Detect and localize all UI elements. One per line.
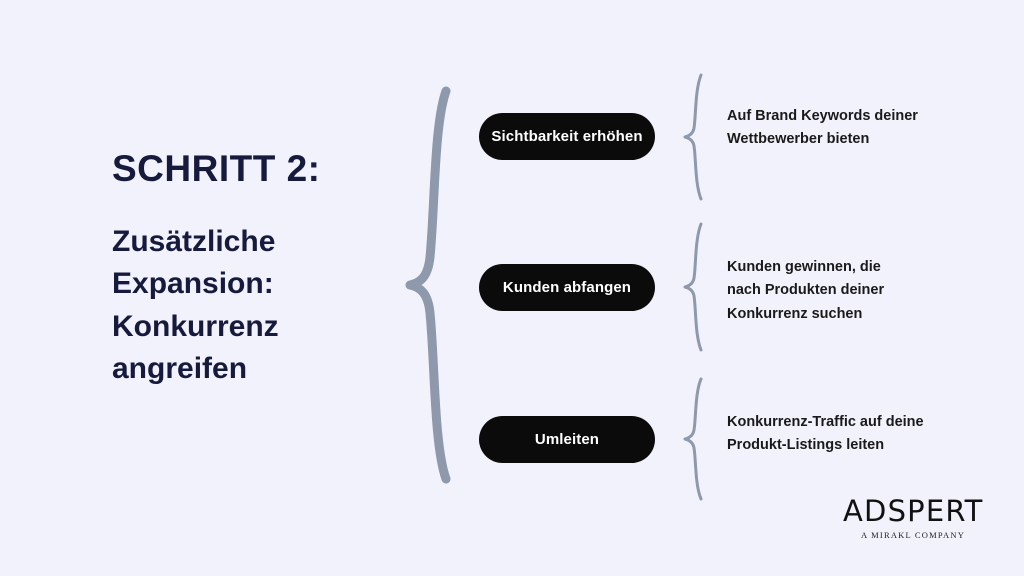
description-1: Auf Brand Keywords deiner Wettbewerber b… [727,105,997,152]
small-brace-icon-3 [683,377,703,501]
description-2-line-2: nach Produkten deiner [727,282,885,299]
description-1-line-1: Auf Brand Keywords deiner [727,108,918,124]
pill-label-2: Kunden abfangen [502,279,632,296]
pill-label-3: Umleiten [534,431,600,448]
description-3-line-2: Produkt-Listings leiten [727,437,885,454]
large-brace-icon [405,86,451,484]
description-2-line-1: Kunden gewinnen, die [727,259,881,275]
subtitle-line-3: Konkurrenz [112,309,279,343]
description-2: Kunden gewinnen, die nach Produkten dein… [727,256,997,326]
description-3: Konkurrenz-Traffic auf deine Produkt-Lis… [727,411,997,458]
adspert-logo: ADSPERT A MIRAKL COMPANY [843,497,983,540]
subtitle-line-2: Expansion: [112,267,274,301]
subtitle-line-1: Zusätzliche [112,224,276,258]
logo-tagline: A MIRAKL COMPANY [860,530,966,540]
heading-block: SCHRITT 2: Zusätzliche Expansion: Konkur… [112,148,402,391]
small-brace-icon-1 [683,73,703,201]
description-2-line-3: Konkurrenz suchen [727,305,863,322]
page-title: SCHRITT 2: [112,148,321,189]
pill-button-1[interactable]: Sichtbarkeit erhöhen [479,113,655,160]
logo-wordmark: ADSPERT [843,494,984,528]
pill-button-2[interactable]: Kunden abfangen [479,264,655,311]
pill-button-3[interactable]: Umleiten [479,416,655,463]
small-brace-icon-2 [683,222,703,352]
subtitle-line-4: angreifen [112,352,248,386]
page-subtitle: Zusätzliche Expansion: Konkurrenz angrei… [112,221,402,391]
pill-label-1: Sichtbarkeit erhöhen [491,128,643,145]
description-1-line-2: Wettbewerber bieten [727,131,870,148]
description-3-line-1: Konkurrenz-Traffic auf deine [727,414,924,430]
